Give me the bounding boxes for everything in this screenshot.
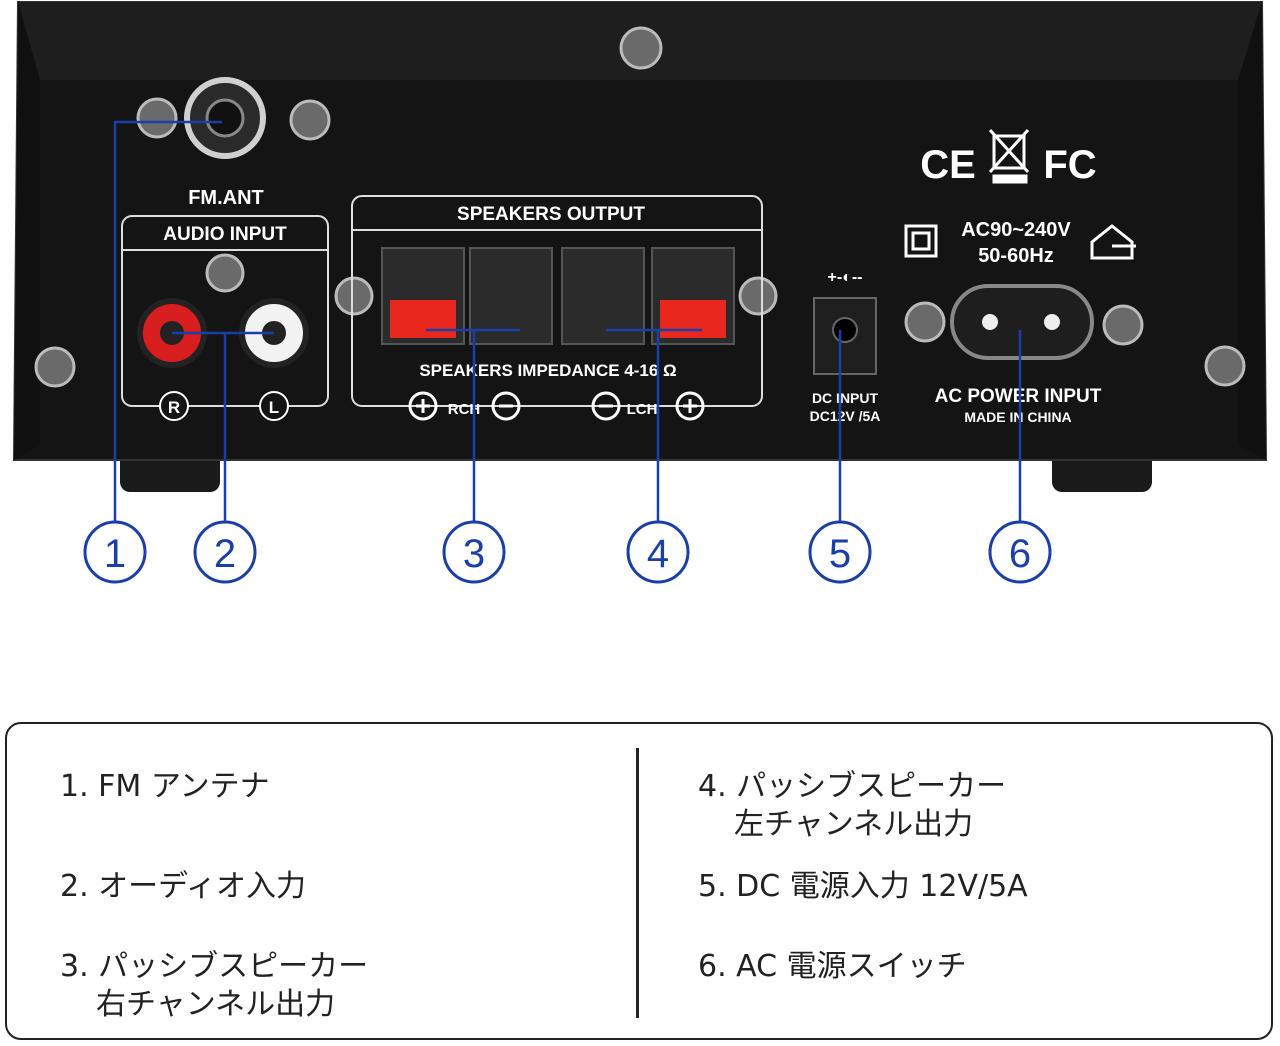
legend-item-5-text: 5. DC 電源入力 12V/5A [698,869,1028,904]
legend-item-1: 1. FM アンテナ [60,768,270,806]
screw-ant-left [138,99,176,137]
legend-divider [636,748,639,1018]
chassis-side-bevel-left [14,2,40,460]
legend-item-1-text: 1. FM アンテナ [60,769,270,804]
screw-ac-right [1104,306,1142,344]
amplifier-rear-panel: FM.ANT AUDIO INPUT R L SPEAKERS OUTPUT S… [0,0,1280,700]
ce-mark: CE [920,143,976,187]
legend-item-6-text: 6. AC 電源スイッチ [698,949,967,984]
ac-power-inlet [952,286,1092,358]
audio-input-label: AUDIO INPUT [163,224,287,245]
callout-number-3: 3 [463,532,485,576]
screw-right-edge [1206,347,1244,385]
callout-number-2: 2 [214,532,236,576]
legend-item-2: 2. オーディオ入力 [60,868,306,906]
callout-number-1: 1 [104,532,126,576]
chassis-side-bevel-right [1238,2,1266,460]
legend-item-3: 3. パッシブスピーカー 右チャンネル出力 [60,948,368,1024]
dc-input-label-line2: DC12V /5A [810,408,881,424]
dc-input-label-line1: DC INPUT [812,390,879,406]
dc-polarity-symbol: +-◐-- [828,269,863,286]
speakers-output-label: SPEAKERS OUTPUT [457,204,645,225]
legend-item-4-line2: 左チャンネル出力 [698,806,1006,844]
dc-input-jack-hole [833,318,857,342]
speakers-impedance-label: SPEAKERS IMPEDANCE 4-16 Ω [419,361,676,380]
screw-top [621,28,661,68]
callout-number-4: 4 [647,532,669,576]
legend-item-3-line1: 3. パッシブスピーカー [60,949,368,984]
l-label: L [269,398,279,417]
screw-speaker-left [336,278,372,314]
legend-item-2-text: 2. オーディオ入力 [60,869,306,904]
ac-pin-right [1044,314,1060,330]
screw-ac-left [906,303,944,341]
ac-power-input-label: AC POWER INPUT [935,386,1102,407]
screw-audio [207,255,243,291]
ac-rating-line2: 50-60Hz [978,245,1054,267]
ac-pin-left [982,314,998,330]
ac-rating-line1: AC90~240V [961,219,1071,241]
r-label: R [168,398,180,417]
callout-number-6: 6 [1009,532,1031,576]
lch-label: LCH [627,401,658,418]
screw-ant-right [291,101,329,139]
legend-item-4-line1: 4. パッシブスピーカー [698,769,1006,804]
legend-item-6: 6. AC 電源スイッチ [698,948,967,986]
screw-speaker-right [740,278,776,314]
terminal-rch-plus-red [390,300,456,338]
legend-item-3-line2: 右チャンネル出力 [60,986,368,1024]
terminal-lch-plus-red [660,300,726,338]
fc-mark: FC [1043,143,1096,187]
legend-item-4: 4. パッシブスピーカー 左チャンネル出力 [698,768,1006,844]
fm-antenna-jack-center [207,100,243,136]
fm-ant-label: FM.ANT [188,187,264,209]
callout-number-5: 5 [829,532,851,576]
screw-left-edge [36,348,74,386]
rch-label: RCH [448,401,481,418]
made-in-label: MADE IN CHINA [964,409,1071,425]
legend-item-5: 5. DC 電源入力 12V/5A [698,868,1028,906]
